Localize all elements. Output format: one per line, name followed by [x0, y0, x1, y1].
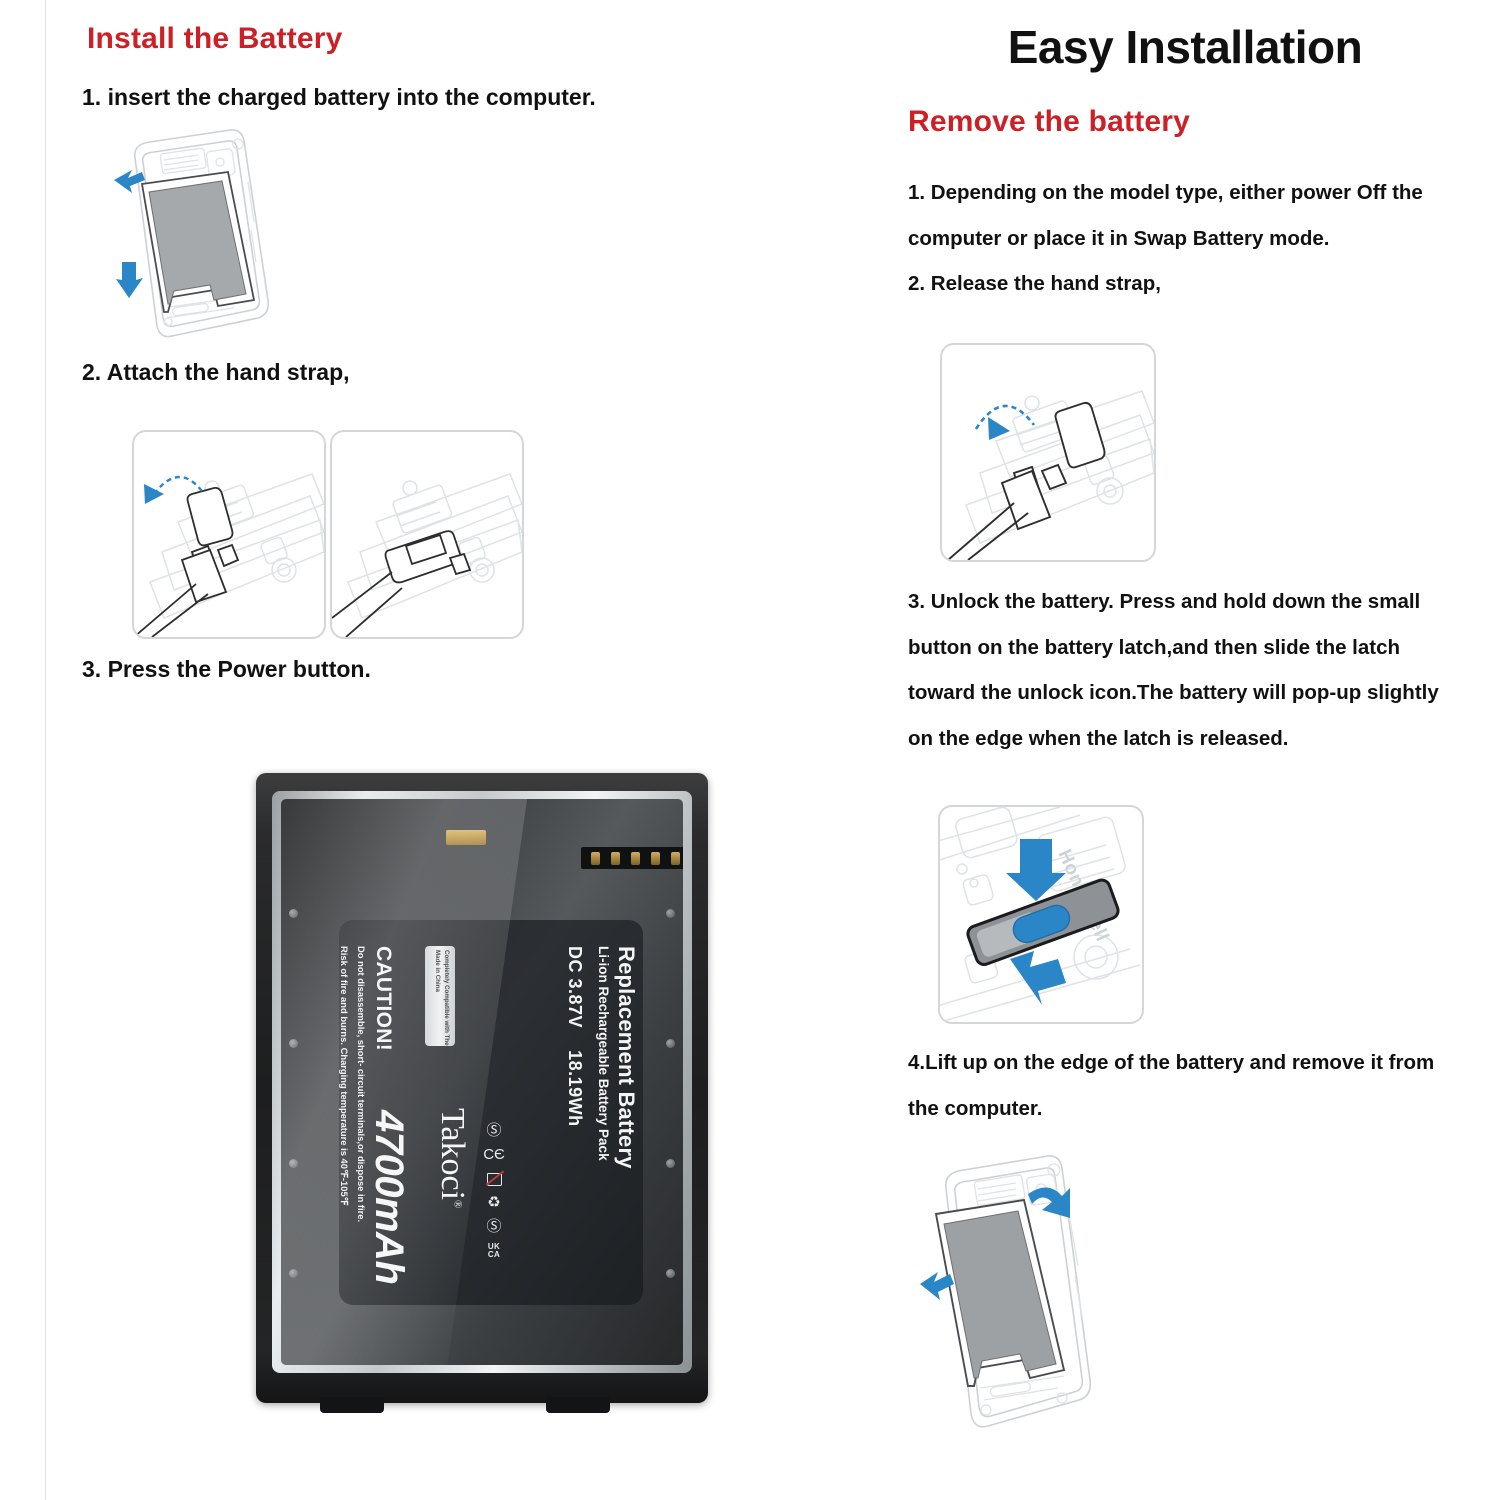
battery-lift-out-diagram — [912, 1148, 1107, 1433]
battery-gold-contact — [445, 830, 486, 845]
label-product-name: Replacement Battery — [614, 946, 639, 1169]
battery-printed-label: Model No.: CT4X-BTSC Replacement Battery… — [339, 920, 643, 1305]
battery-screw — [289, 1269, 298, 1278]
remove-step-3-text: 3. Unlock the battery. Press and hold do… — [908, 590, 1474, 774]
release-hand-strap-frame — [940, 343, 1156, 562]
battery-insert-diagram — [102, 122, 277, 342]
battery-screw — [666, 1159, 675, 1168]
battery-screw — [289, 1159, 298, 1168]
remove-step-3-line-2: button on the battery latch,and then sli… — [908, 635, 1401, 659]
pse-icon: Ⓢ — [486, 1122, 502, 1139]
battery-foot — [546, 1397, 610, 1413]
recycle-icon: ♻ — [487, 1194, 501, 1211]
hand-strap-step-1-frame — [132, 430, 326, 639]
hand-strap-step-1-diagram — [134, 432, 324, 637]
label-energy: 18.19Wh — [565, 1050, 585, 1127]
compatibility-text: Completely Compatible with The Original … — [433, 950, 450, 1091]
install-the-battery-heading: Install the Battery — [87, 22, 343, 55]
remove-step-1-line-2: computer or place it in Swap Battery mod… — [908, 226, 1330, 250]
page-title: Easy Installation — [1007, 21, 1363, 73]
certification-icons: Ⓢ CЄ ♻ Ⓢ UK CA — [479, 1123, 509, 1260]
battery-latch-slider-frame: Honeywell — [938, 805, 1144, 1024]
remove-step-3-line-4: on the edge when the latch is released. — [908, 726, 1289, 750]
weee-crossed-bin-icon — [486, 1171, 503, 1186]
remove-step-4-line-2: the computer. — [908, 1096, 1043, 1120]
remove-step-1-line-1: 1. Depending on the model type, either p… — [908, 181, 1423, 204]
battery-screw — [666, 909, 675, 918]
label-brand-mark: ® — [451, 1200, 464, 1209]
label-chemistry: Li-ion Rechargeable Battery Pack — [596, 946, 611, 1161]
hand-strap-step-2-diagram — [332, 432, 522, 637]
page-edge-rule — [45, 0, 46, 1500]
right-column: Easy Installation Remove the battery 1. … — [890, 0, 1480, 1500]
battery-screw — [289, 1039, 298, 1048]
battery-screw — [666, 1269, 675, 1278]
label-brand: Takoci® — [434, 1108, 471, 1209]
battery-cell-surface: Model No.: CT4X-BTSC Replacement Battery… — [281, 799, 683, 1365]
battery-screw — [666, 1039, 675, 1048]
ukca-icon: UK CA — [487, 1242, 501, 1260]
remove-step-3-line-1: 3. Unlock the battery. Press and hold do… — [908, 590, 1421, 613]
label-capacity: 4700mAh — [367, 1110, 411, 1285]
remove-step-4-text: 4.Lift up on the edge of the battery and… — [908, 1051, 1474, 1144]
remove-step-4-line-1: 4.Lift up on the edge of the battery and… — [908, 1051, 1435, 1074]
battery-recycle-icon: Ⓢ — [486, 1218, 502, 1235]
label-caution-title: CAUTION! — [372, 946, 395, 1052]
battery-foot — [320, 1397, 384, 1413]
left-column: Install the Battery 1. insert the charge… — [60, 0, 840, 1500]
label-caution-body: Do not disassemble, short- circuit termi… — [339, 946, 367, 1223]
install-step-1-text: 1. insert the charged battery into the c… — [82, 84, 596, 110]
battery-screw — [289, 909, 298, 918]
remove-the-battery-heading: Remove the battery — [908, 105, 1191, 138]
remove-step-1-text: 1. Depending on the model type, either p… — [908, 181, 1474, 320]
release-hand-strap-diagram — [942, 345, 1154, 560]
install-step-2-text: 2. Attach the hand strap, — [82, 359, 350, 385]
ce-icon: CЄ — [483, 1146, 505, 1163]
compatibility-chip — [425, 946, 455, 1046]
hand-strap-step-2-frame — [330, 430, 524, 639]
install-step-3-text: 3. Press the Power button. — [82, 656, 371, 682]
label-voltage-energy: DC 3.87V 18.19Wh — [564, 946, 585, 1127]
battery-latch-slider-diagram: Honeywell — [940, 807, 1142, 1022]
battery-product-photo: Model No.: CT4X-BTSC Replacement Battery… — [256, 773, 708, 1413]
remove-step-2-line-1: 2. Release the hand strap, — [908, 272, 1161, 295]
remove-step-3-line-3: toward the unlock icon.The battery will … — [908, 681, 1439, 704]
battery-pin-connector — [581, 847, 683, 869]
label-voltage: DC 3.87V — [565, 946, 585, 1029]
